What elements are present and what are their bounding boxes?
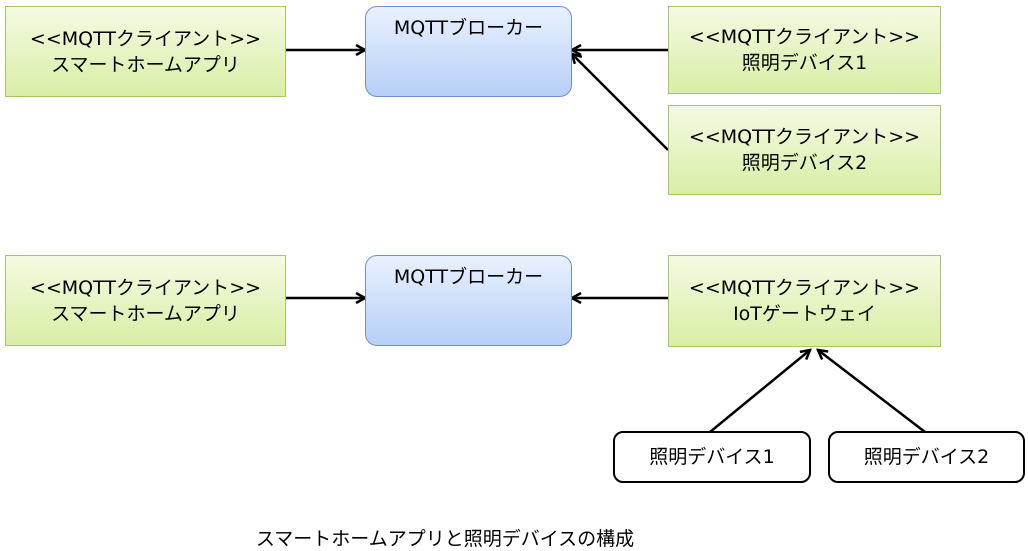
device2-stereotype-1: <<MQTTクライアント>>	[688, 126, 921, 148]
device1-name-2: 照明デバイス1	[649, 446, 775, 468]
arrow-device1-to-gateway	[709, 350, 810, 433]
broker-box-2: MQTTブローカー	[365, 255, 572, 346]
device2-box-2: 照明デバイス2	[828, 431, 1025, 483]
arrow-device2-to-gateway	[818, 350, 926, 433]
gateway-name: IoTゲートウェイ	[733, 303, 876, 325]
device2-name-2: 照明デバイス2	[863, 446, 990, 468]
gateway-box: <<MQTTクライアント>> IoTゲートウェイ	[668, 255, 941, 347]
app-box-2: <<MQTTクライアント>> スマートホームアプリ	[5, 255, 286, 346]
broker-box-1: MQTTブローカー	[365, 6, 572, 97]
app-box-1: <<MQTTクライアント>> スマートホームアプリ	[5, 6, 286, 97]
device2-box-1: <<MQTTクライアント>> 照明デバイス2	[668, 105, 941, 195]
device1-box-1: <<MQTTクライアント>> 照明デバイス1	[668, 6, 941, 94]
app-name-2: スマートホームアプリ	[51, 302, 240, 325]
broker-name-2: MQTTブローカー	[393, 266, 544, 288]
device2-name-1: 照明デバイス2	[741, 152, 868, 174]
device1-box-2: 照明デバイス1	[613, 431, 811, 483]
arrow-device2-to-broker-1	[572, 54, 669, 151]
figure-caption: スマートホームアプリと照明デバイスの構成	[255, 528, 635, 550]
app-name-1: スマートホームアプリ	[51, 53, 240, 76]
device1-name-1: 照明デバイス1	[741, 52, 868, 74]
app-stereotype-1: <<MQTTクライアント>>	[29, 27, 262, 50]
device1-stereotype-1: <<MQTTクライアント>>	[688, 26, 921, 48]
gateway-stereotype: <<MQTTクライアント>>	[688, 277, 921, 299]
app-stereotype-2: <<MQTTクライアント>>	[29, 276, 262, 299]
broker-name-1: MQTTブローカー	[393, 17, 544, 39]
